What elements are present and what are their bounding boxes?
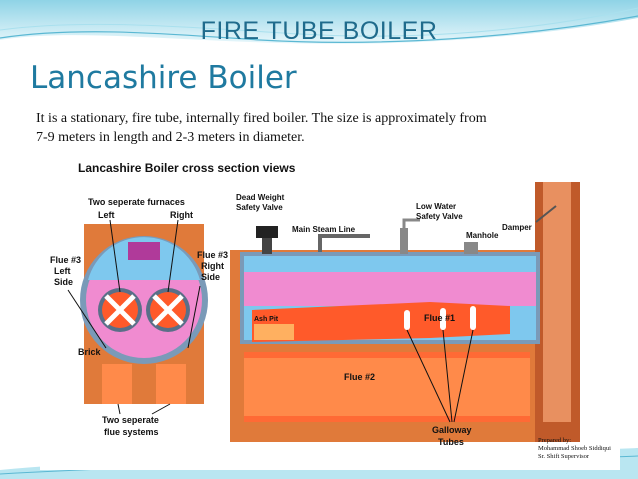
slide-header: FIRE TUBE BOILER	[200, 17, 438, 45]
label-flue3-right-1: Flue #3	[197, 250, 228, 260]
longitudinal-section	[230, 182, 580, 442]
label-furnaces: Two seperate furnaces	[88, 197, 185, 207]
manhole	[464, 242, 478, 254]
label-low-water-2: Safety Valve	[416, 212, 463, 221]
low-water-valve	[400, 228, 408, 254]
label-damper: Damper	[502, 223, 532, 232]
steam-space-side	[244, 256, 536, 272]
label-manhole: Manhole	[466, 231, 499, 240]
credit-line-3: Sr. Shift Supervisor	[538, 453, 590, 460]
credit-block: Prepared by: Mohammad Shoeb Siddiqui Sr.…	[538, 437, 611, 461]
label-main-steam: Main Steam Line	[292, 225, 356, 234]
front-cross-section	[80, 224, 208, 404]
diagram-heading: Lancashire Boiler cross section views	[78, 161, 296, 175]
label-flue3-right-3: Side	[201, 272, 220, 282]
label-right: Right	[170, 210, 193, 220]
right-flue-duct	[156, 364, 186, 404]
label-flue3-left-3: Side	[54, 277, 73, 287]
label-flue3-left-2: Left	[54, 266, 71, 276]
galloway-tube-1	[404, 310, 410, 330]
label-ash-pit: Ash Pit	[254, 316, 279, 323]
label-flue1: Flue #1	[424, 313, 455, 323]
label-galloway-1: Galloway	[432, 425, 472, 435]
label-two-flue-1: Two seperate	[102, 415, 159, 425]
label-flue2: Flue #2	[344, 372, 375, 382]
label-low-water-1: Low Water	[416, 202, 456, 211]
damper	[535, 205, 557, 223]
label-flue3-left-1: Flue #3	[50, 255, 81, 265]
boiler-diagram: Lancashire Boiler cross section views Tw…	[40, 152, 620, 470]
dead-weight-valve	[262, 234, 272, 254]
credit-line-2: Mohammad Shoeb Siddiqui	[538, 445, 611, 452]
left-flue-duct	[102, 364, 132, 404]
label-left: Left	[98, 210, 115, 220]
label-dead-weight-1: Dead Weight	[236, 193, 285, 202]
description-line-1: It is a stationary, fire tube, internall…	[36, 111, 487, 126]
label-brick: Brick	[78, 347, 102, 357]
description-line-2: 7-9 meters in length and 2-3 meters in d…	[36, 130, 305, 145]
main-steam-line	[318, 234, 370, 252]
galloway-tube-3	[470, 306, 476, 330]
galloway-tube-2	[440, 308, 446, 330]
label-flue3-right-2: Right	[201, 261, 224, 271]
ash-pit	[254, 324, 294, 340]
label-dead-weight-2: Safety Valve	[236, 203, 283, 212]
label-galloway-2: Tubes	[438, 437, 464, 447]
label-two-flue-2: flue systems	[104, 427, 159, 437]
top-wave-decoration	[0, 0, 638, 44]
credit-line-1: Prepared by:	[538, 437, 572, 444]
slide-description: It is a stationary, fire tube, internall…	[36, 109, 596, 147]
slide-title: Lancashire Boiler	[30, 60, 297, 96]
